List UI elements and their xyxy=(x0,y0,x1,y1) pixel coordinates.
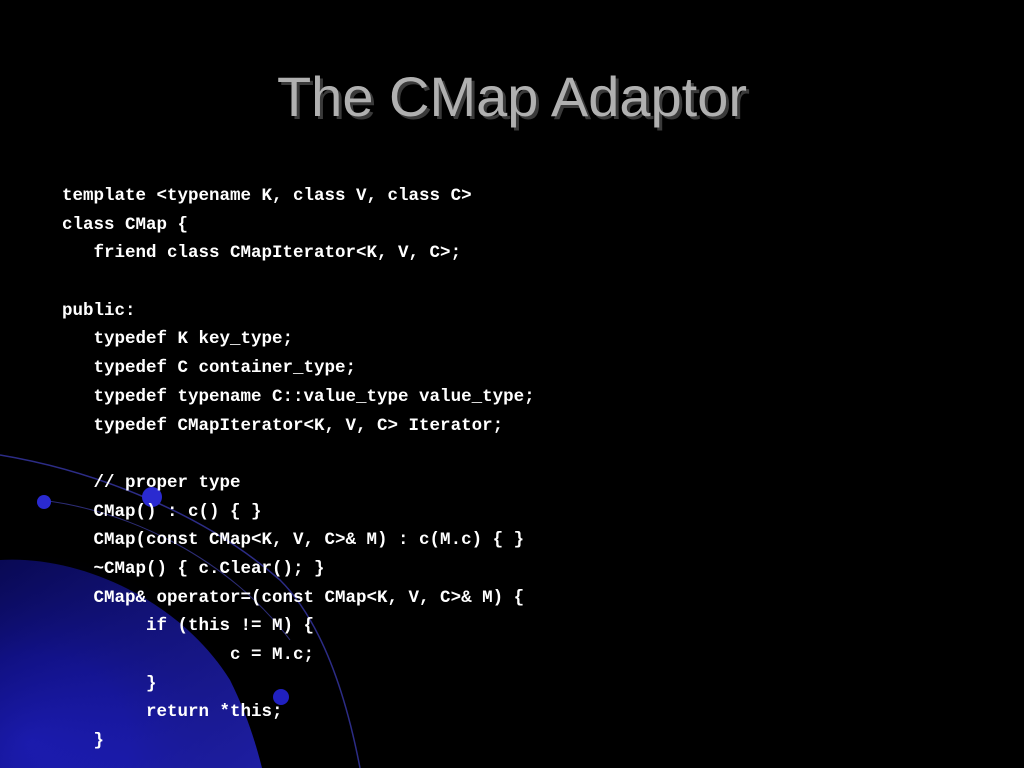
swoosh-dot xyxy=(37,495,51,509)
code-line: ~CMap() { c.Clear(); } xyxy=(62,558,325,579)
code-line: typedef C container_type; xyxy=(62,358,357,379)
code-line: // proper type xyxy=(62,472,241,493)
swoosh-arc-line xyxy=(0,454,361,768)
code-line: CMap() : c() { } xyxy=(62,501,262,522)
code-line: typedef typename C::value_type value_typ… xyxy=(62,386,535,407)
code-line: typedef CMapIterator<K, V, C> Iterator; xyxy=(62,415,504,436)
code-line: if (this != M) { xyxy=(62,616,315,637)
blue-swoosh-inner xyxy=(0,559,262,768)
code-line: c = M.c; xyxy=(62,645,315,665)
slide-title: The CMap Adaptor xyxy=(276,65,748,128)
code-line: public: xyxy=(62,300,136,321)
code-line: CMap& operator=(const CMap<K, V, C>& M) … xyxy=(62,587,525,608)
code-line xyxy=(62,440,1002,469)
code-line: CMap(const CMap<K, V, C>& M) : c(M.c) { … xyxy=(62,530,525,551)
code-block: template <typename K, class V, class C> c… xyxy=(62,182,1002,756)
code-line: typedef K key_type; xyxy=(62,329,294,350)
code-line: friend class CMapIterator<K, V, C>; xyxy=(62,243,462,264)
swoosh-dot xyxy=(142,487,162,507)
code-line xyxy=(62,268,1002,297)
code-line: } xyxy=(62,673,157,694)
code-line: template <typename K, class V, class C> xyxy=(62,186,472,206)
code-line: class CMap { xyxy=(62,214,189,235)
swoosh-arc-line xyxy=(39,499,291,641)
code-line: } xyxy=(62,731,105,752)
code-line: return *this; xyxy=(62,702,283,723)
swoosh-dot xyxy=(273,689,289,705)
